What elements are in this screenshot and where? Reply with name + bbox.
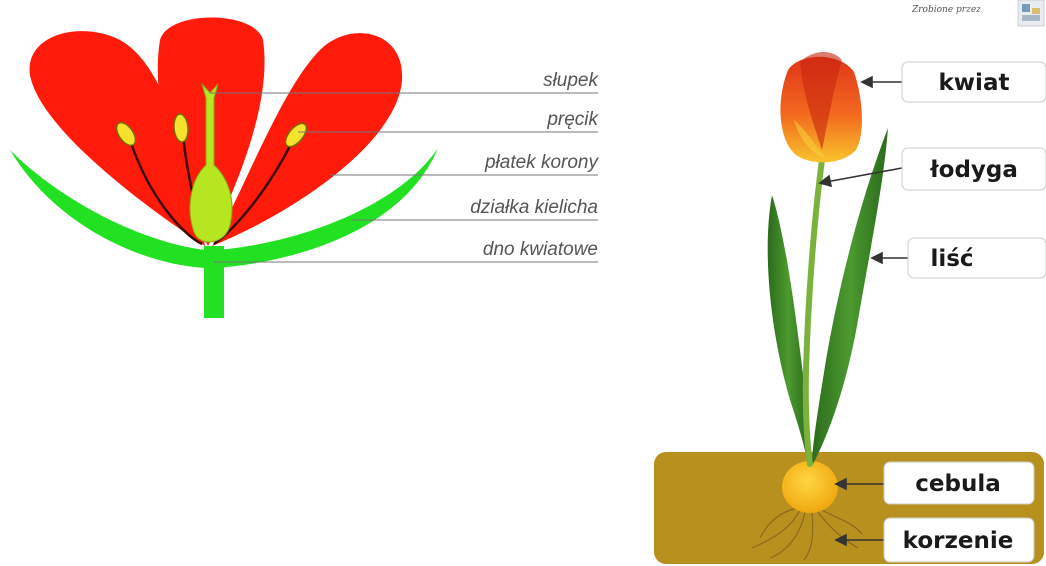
label-pistil: słupek [543,70,599,91]
label-bulb: cebula [915,471,1000,497]
label-stamen: pręcik [546,109,599,130]
label-stem: łodyga [929,157,1018,183]
leaf-right [812,128,888,466]
label-roots: korzenie [903,528,1014,554]
credit-logo [1018,0,1044,26]
label-box-flower: kwiat [902,62,1046,102]
label-box-stem: łodyga [902,148,1046,190]
label-box-bulb: cebula [884,462,1034,504]
label-sepal: działka kielicha [470,197,598,218]
label-receptacle: dno kwiatowe [483,239,598,260]
flower-cross-section: słupek pręcik płatek korony działka kiel… [10,18,600,319]
label-box-roots: korzenie [884,518,1034,562]
label-box-leaf: liść [908,238,1046,278]
credit-text: Zrobione przez [911,5,981,15]
label-petal: płatek korony [484,152,600,173]
tulip-plant: Zrobione przez [654,0,1046,564]
bulb [782,461,838,513]
flower-stem [204,246,224,318]
label-leaf: liść [930,246,973,272]
leaf-left [768,195,809,466]
tulip-flower [780,52,861,162]
label-flower: kwiat [939,70,1010,96]
